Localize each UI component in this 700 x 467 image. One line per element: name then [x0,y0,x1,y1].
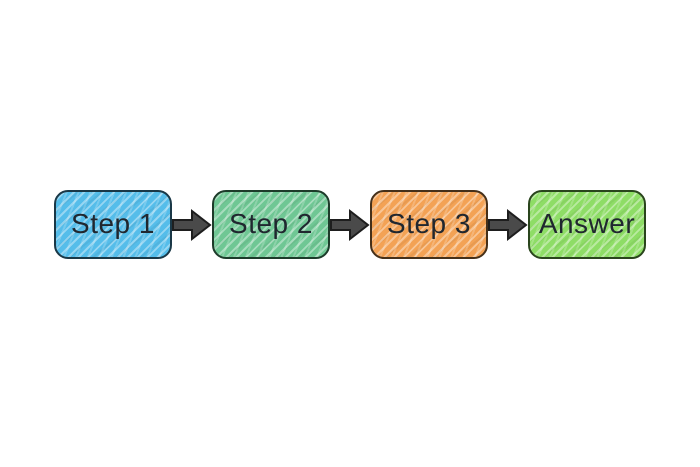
arrow-right-icon [488,208,528,241]
flowchart: Step 1 Step 2 Step 3 Answer [54,190,646,259]
node-answer: Answer [528,190,646,259]
node-step-2: Step 2 [212,190,330,259]
node-step-3-label: Step 3 [387,207,471,239]
arrow-right-icon [172,208,212,241]
node-step-1-label: Step 1 [71,207,155,239]
node-step-1: Step 1 [54,190,172,259]
arrow-right-icon [330,208,370,241]
node-answer-label: Answer [538,207,636,239]
node-step-2-label: Step 2 [229,207,313,239]
node-step-3: Step 3 [370,190,488,259]
